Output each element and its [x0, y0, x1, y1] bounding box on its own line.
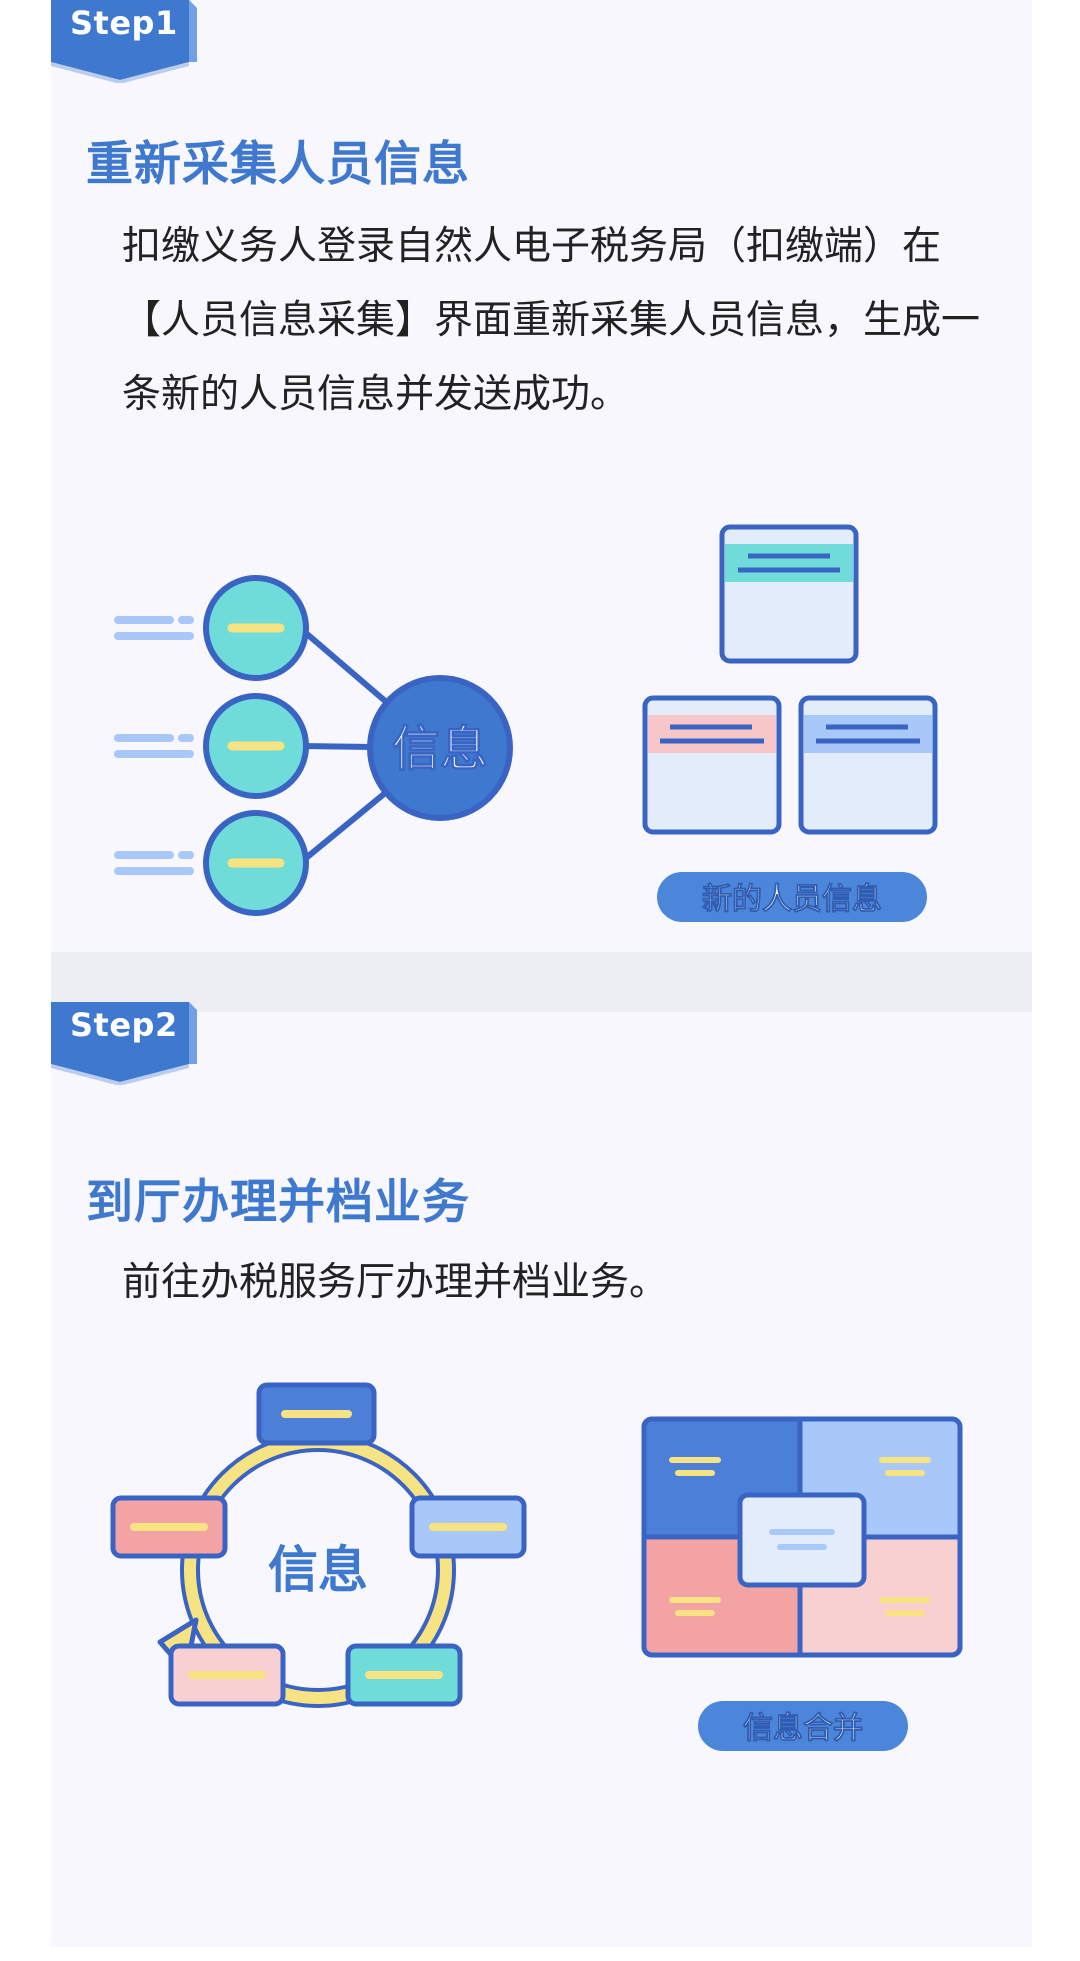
dash-lines-icon: [114, 616, 194, 875]
step2-title: 到厅办理并档业务: [86, 1175, 470, 1230]
new-record-pill-label: 新的人员信息: [702, 882, 882, 917]
step2-badge: Step2: [51, 1002, 197, 1085]
step1-badge-label: Step1: [70, 4, 178, 42]
cycle-card-icon: [256, 1382, 377, 1446]
document-card-icon: [719, 524, 859, 664]
cycle-card-icon: [345, 1643, 463, 1707]
info-cycle-illustration: 信息: [108, 1380, 528, 1725]
section-divider: [51, 952, 1032, 1012]
merge-pill: [698, 1701, 908, 1751]
new-record-illustration: 新的人员信息: [640, 522, 940, 922]
step1-description: 扣缴义务人登录自然人电子税务局（扣缴端）在【人员信息采集】界面重新采集人员信息，…: [122, 224, 981, 417]
cycle-card-icon: [409, 1495, 527, 1559]
info-merge-illustration: 信息合并: [640, 1415, 965, 1755]
step2-badge-label: Step2: [70, 1006, 178, 1044]
document-card-icon: [642, 695, 782, 835]
document-card-icon: [798, 695, 938, 835]
cycle-card-icon: [168, 1643, 286, 1707]
step2-description: 前往办税服务厅办理并档业务。: [122, 1260, 669, 1305]
step1-badge: Step1: [51, 0, 197, 83]
cycle-card-icon: [110, 1495, 228, 1559]
step1-title: 重新采集人员信息: [86, 137, 470, 192]
node-circle-icon: [203, 575, 309, 916]
merge-pill-label: 信息合并: [743, 1711, 863, 1746]
hub-circle-icon: [367, 675, 513, 821]
badge-ribbon-shape: [51, 1002, 197, 1085]
cycle-center-label: 信息: [268, 1541, 368, 1599]
merge-board-icon: [641, 1416, 963, 1658]
info-hub-illustration: 信息: [110, 568, 520, 928]
badge-ribbon-shape: [51, 0, 197, 83]
new-record-pill: [657, 872, 927, 922]
hub-label: 信息: [392, 721, 488, 777]
